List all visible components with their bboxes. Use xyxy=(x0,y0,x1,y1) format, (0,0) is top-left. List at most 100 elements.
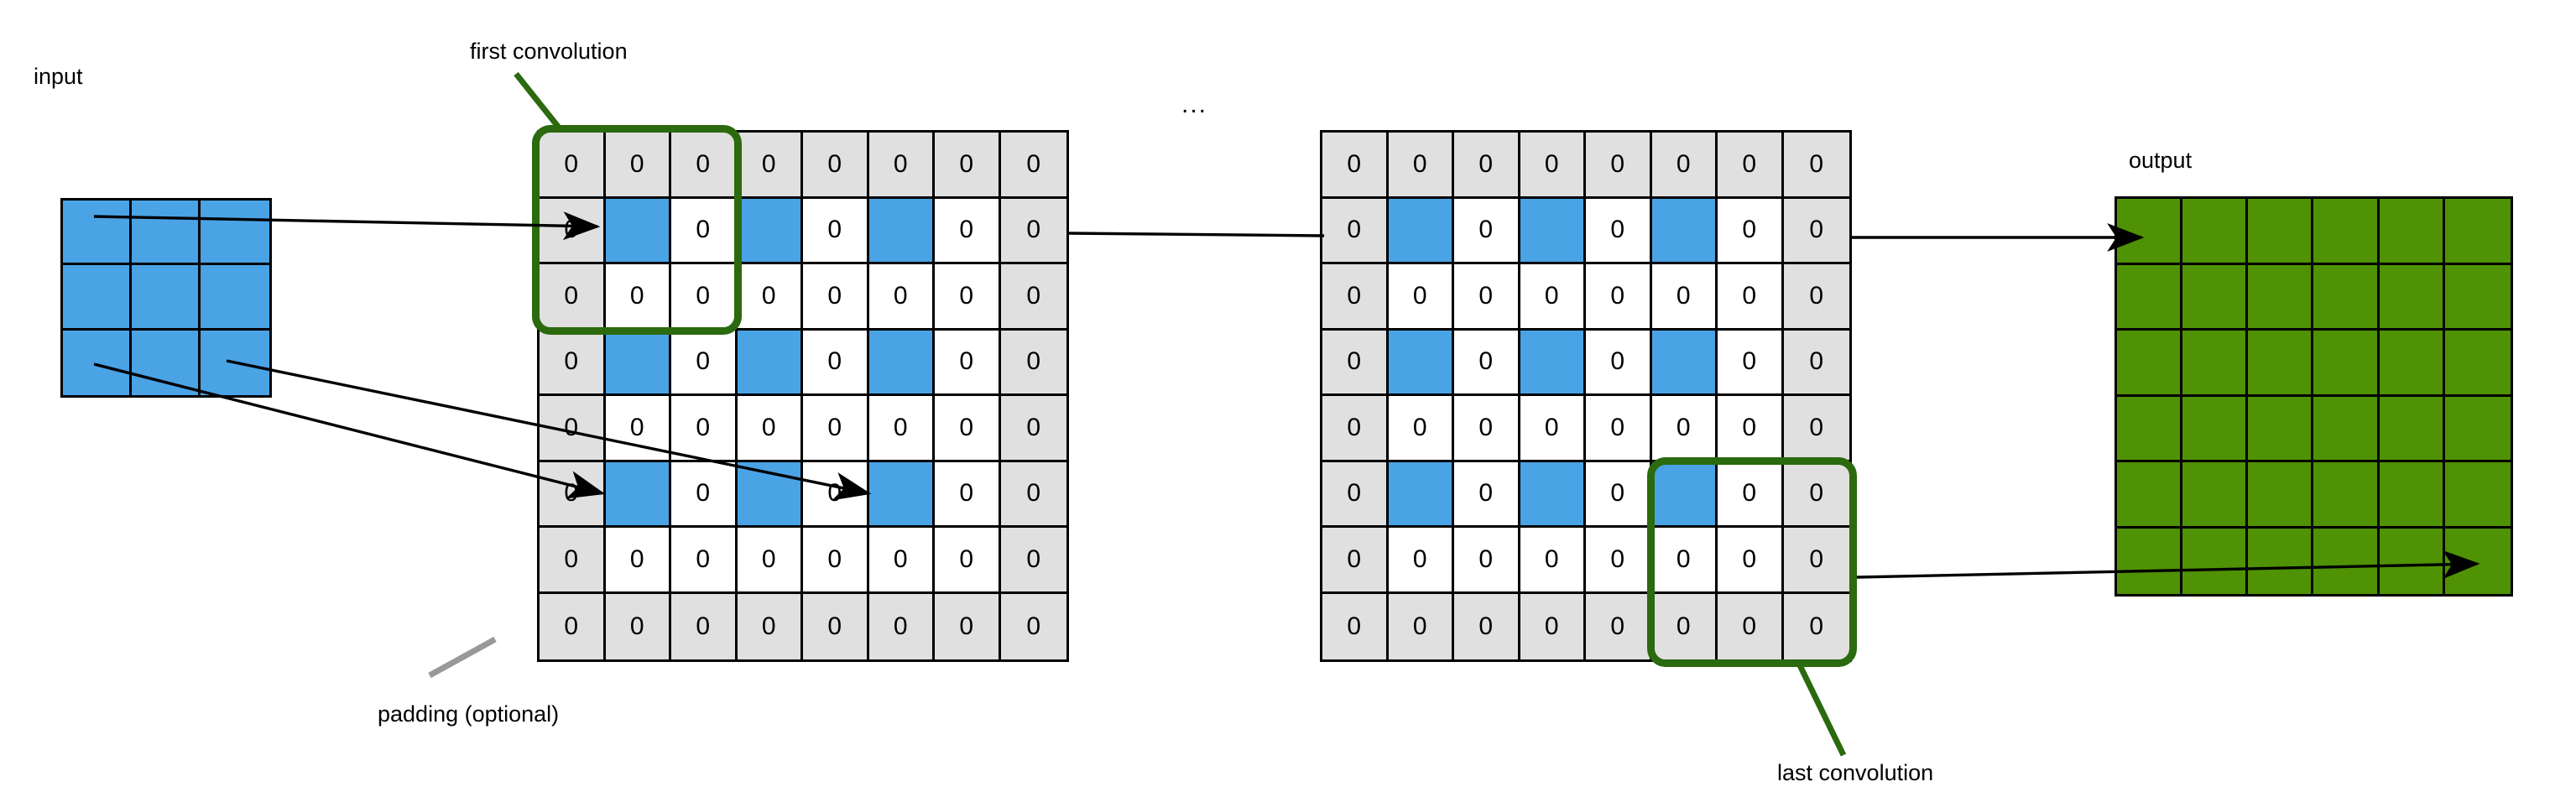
padded-grid-first-cell-r7-c5: 0 xyxy=(868,593,935,659)
padded-grid-first-cell-r7-c0: 0 xyxy=(540,593,606,659)
padded-grid-last-cell-r7-c5: 0 xyxy=(1651,593,1718,659)
output-grid-cell-r3-c4 xyxy=(2379,396,2445,462)
padded-grid-first-cell-r2-c3: 0 xyxy=(737,264,803,331)
padded-grid-first-cell-r1-c4: 0 xyxy=(803,198,869,264)
padded-grid-last-cell-r5-c7: 0 xyxy=(1783,461,1849,528)
input-grid-cell-r1-c1 xyxy=(132,265,201,331)
padded-grid-last-cell-r7-c0: 0 xyxy=(1322,593,1389,659)
padded-grid-first-cell-r2-c4: 0 xyxy=(803,264,869,331)
padded-grid-first-cell-r5-c6: 0 xyxy=(935,461,1001,528)
padded-grid-last-cell-r2-c2: 0 xyxy=(1454,264,1520,331)
padded-grid-first-cell-r1-c5 xyxy=(868,198,935,264)
output-grid-cell-r1-c5 xyxy=(2444,264,2511,331)
output-grid-cell-r2-c1 xyxy=(2182,331,2249,397)
padded-grid-last-cell-r1-c0: 0 xyxy=(1322,198,1389,264)
padded-grid-last-cell-r2-c0: 0 xyxy=(1322,264,1389,331)
output-grid-cell-r3-c2 xyxy=(2248,396,2314,462)
padded-grid-last-cell-r4-c6: 0 xyxy=(1718,396,1784,462)
input-grid-cell-r1-c2 xyxy=(201,265,269,331)
output-grid-cell-r5-c0 xyxy=(2117,528,2183,594)
output-grid-cell-r1-c2 xyxy=(2248,264,2314,331)
padded-grid-first-cell-r7-c2: 0 xyxy=(671,593,738,659)
padded-grid-first-cell-r0-c3: 0 xyxy=(737,133,803,199)
padded-grid-first-cell-r0-c1: 0 xyxy=(605,133,671,199)
output-grid-cell-r2-c0 xyxy=(2117,331,2183,397)
padded-grid-first-cell-r4-c6: 0 xyxy=(935,396,1001,462)
padded-grid-last-cell-r7-c6: 0 xyxy=(1718,593,1784,659)
padded-grid-first-cell-r0-c0: 0 xyxy=(540,133,606,199)
padded-grid-last-cell-r0-c1: 0 xyxy=(1388,133,1454,199)
padded-grid-last-cell-r2-c4: 0 xyxy=(1586,264,1652,331)
padded-grid-first-cell-r4-c0: 0 xyxy=(540,396,606,462)
padded-grid-last-cell-r1-c7: 0 xyxy=(1783,198,1849,264)
output-grid-cell-r0-c0 xyxy=(2117,199,2183,265)
padded-grid-first-cell-r5-c5 xyxy=(868,461,935,528)
padded-grid-first-cell-r7-c3: 0 xyxy=(737,593,803,659)
padded-grid-last-cell-r0-c5: 0 xyxy=(1651,133,1718,199)
padded-grid-last-cell-r7-c4: 0 xyxy=(1586,593,1652,659)
padded-grid-first-cell-r0-c6: 0 xyxy=(935,133,1001,199)
output-grid-cell-r2-c4 xyxy=(2379,331,2445,397)
output-grid-cell-r3-c3 xyxy=(2313,396,2380,462)
padded-grid-first-cell-r0-c2: 0 xyxy=(671,133,738,199)
output-grid-cell-r5-c5 xyxy=(2444,528,2511,594)
padded-grid-first-cell-r6-c1: 0 xyxy=(605,528,671,594)
padded-grid-last-cell-r1-c4: 0 xyxy=(1586,198,1652,264)
padded-grid-first-cell-r7-c1: 0 xyxy=(605,593,671,659)
padded-grid-last-cell-r4-c3: 0 xyxy=(1520,396,1586,462)
padded-grid-last-cell-r2-c1: 0 xyxy=(1388,264,1454,331)
padded-grid-first-cell-r1-c2: 0 xyxy=(671,198,738,264)
padded-grid-last-cell-r7-c3: 0 xyxy=(1520,593,1586,659)
input-grid-cell-r1-c0 xyxy=(63,265,132,331)
padded-grid-first-cell-r7-c6: 0 xyxy=(935,593,1001,659)
padded-grid-first-cell-r4-c1: 0 xyxy=(605,396,671,462)
padded-grid-last-cell-r1-c2: 0 xyxy=(1454,198,1520,264)
input-grid-cell-r0-c0 xyxy=(63,201,132,266)
padded-grid-last-cell-r3-c2: 0 xyxy=(1454,330,1520,396)
input-grid-cell-r2-c2 xyxy=(201,330,269,395)
input-grid-cell-r0-c1 xyxy=(132,201,201,266)
padded-grid-last-cell-r3-c5 xyxy=(1651,330,1718,396)
output-grid-cell-r0-c1 xyxy=(2182,199,2249,265)
padded-grid-first-cell-r4-c5: 0 xyxy=(868,396,935,462)
padded-grid-last-cell-r4-c0: 0 xyxy=(1322,396,1389,462)
padded-grid-last-cell-r7-c1: 0 xyxy=(1388,593,1454,659)
output-grid-cell-r4-c1 xyxy=(2182,462,2249,529)
padded-grid-first-cell-r2-c1: 0 xyxy=(605,264,671,331)
padded-grid-first-cell-r1-c0: 0 xyxy=(540,198,606,264)
label-input: input xyxy=(34,64,83,89)
input-grid-cell-r0-c2 xyxy=(201,201,269,266)
padded-grid-first-cell-r1-c6: 0 xyxy=(935,198,1001,264)
label-first-convolution: first convolution xyxy=(470,39,628,64)
output-grid-cell-r3-c5 xyxy=(2444,396,2511,462)
padded-grid-first-cell-r4-c3: 0 xyxy=(737,396,803,462)
padded-grid-last-cell-r2-c7: 0 xyxy=(1783,264,1849,331)
output-grid-cell-r4-c5 xyxy=(2444,462,2511,529)
output-grid-cell-r3-c1 xyxy=(2182,396,2249,462)
padded-grid-last-cell-r3-c0: 0 xyxy=(1322,330,1389,396)
output-grid-cell-r2-c5 xyxy=(2444,331,2511,397)
padded-grid-last-cell-r4-c4: 0 xyxy=(1586,396,1652,462)
padded-grid-last-cell-r5-c1 xyxy=(1388,461,1454,528)
output-grid xyxy=(2115,196,2513,597)
padded-grid-first-cell-r3-c7: 0 xyxy=(1000,330,1066,396)
padded-grid-first-cell-r3-c3 xyxy=(737,330,803,396)
padded-grid-first-cell-r5-c7: 0 xyxy=(1000,461,1066,528)
padded-grid-first-cell-r5-c4: 0 xyxy=(803,461,869,528)
padded-grid-first-cell-r1-c1 xyxy=(605,198,671,264)
padded-grid-first-cell-r7-c7: 0 xyxy=(1000,593,1066,659)
padded-grid-last-cell-r6-c3: 0 xyxy=(1520,528,1586,594)
label-last-convolution: last convolution xyxy=(1777,760,1934,785)
padded-grid-first-cell-r6-c6: 0 xyxy=(935,528,1001,594)
padded-grid-last-cell-r6-c0: 0 xyxy=(1322,528,1389,594)
padded-grid-last-cell-r3-c7: 0 xyxy=(1783,330,1849,396)
padded-grid-last-cell-r1-c1 xyxy=(1388,198,1454,264)
padded-grid-first-cell-r3-c0: 0 xyxy=(540,330,606,396)
padded-grid-first-cell-r6-c4: 0 xyxy=(803,528,869,594)
output-grid-cell-r1-c4 xyxy=(2379,264,2445,331)
output-grid-cell-r3-c0 xyxy=(2117,396,2183,462)
output-grid-cell-r0-c2 xyxy=(2248,199,2314,265)
padded-grid-first-cell-r0-c7: 0 xyxy=(1000,133,1066,199)
